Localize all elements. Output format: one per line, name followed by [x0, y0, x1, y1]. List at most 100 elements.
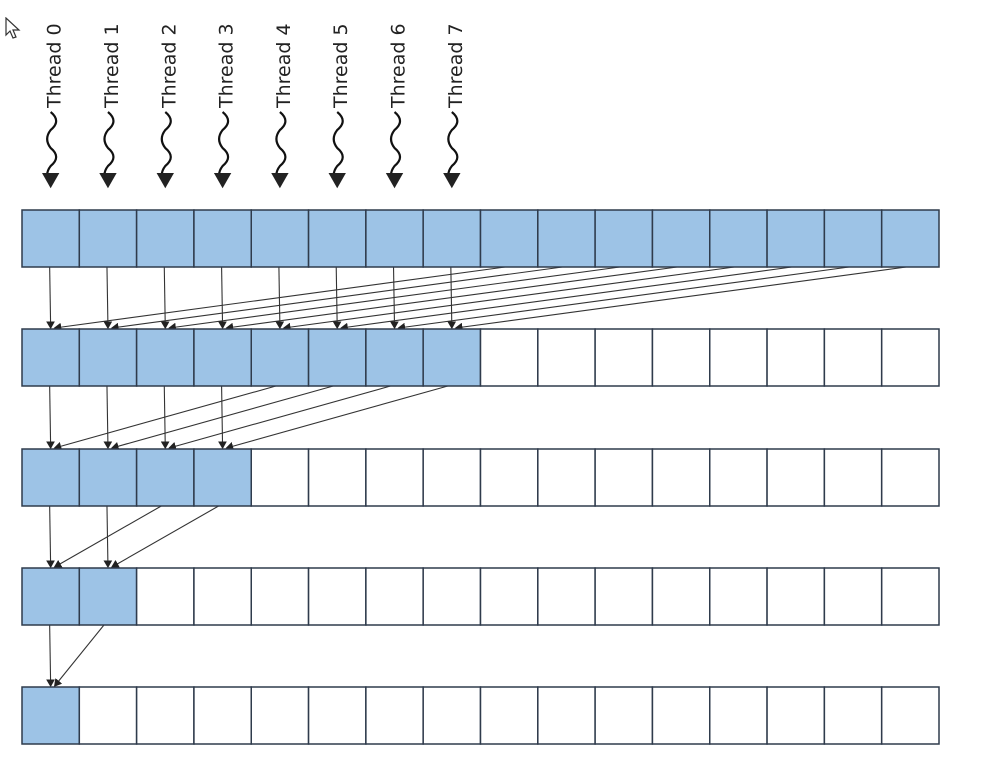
vertical-arrow — [46, 624, 55, 688]
diagonal-arrow — [397, 266, 850, 332]
array-cell-empty — [880, 448, 940, 507]
thread-4: Thread 4 — [271, 23, 295, 189]
thread-label: Thread 5 — [330, 23, 352, 109]
thread-label: Thread 3 — [216, 23, 238, 109]
array-cell-active — [307, 328, 367, 387]
array-cell-active — [21, 448, 81, 507]
array-cell-empty — [307, 567, 367, 626]
array-row — [21, 567, 940, 626]
array-cell-empty — [422, 567, 482, 626]
array-rows — [21, 209, 940, 745]
diagonal-arrow — [53, 624, 105, 687]
vertical-arrow — [275, 266, 285, 330]
array-cell-active — [135, 209, 195, 268]
array-cell-empty — [709, 448, 768, 507]
array-cell-active — [78, 448, 138, 507]
array-row — [21, 209, 940, 268]
array-cell-empty — [651, 686, 711, 745]
array-cell-active — [422, 328, 482, 387]
array-cell-empty — [479, 448, 539, 507]
array-cell-empty — [479, 686, 539, 745]
array-cell-active — [135, 328, 195, 387]
array-row — [21, 328, 940, 387]
thread-wavy-arrow-icon — [443, 111, 461, 189]
array-cell-active — [21, 567, 81, 626]
array-cell-empty — [422, 686, 482, 745]
vertical-arrow — [103, 266, 113, 330]
array-cell-empty — [365, 448, 424, 507]
array-cell-empty — [594, 448, 654, 507]
array-cell-active — [250, 328, 310, 387]
thread-label: Thread 6 — [388, 23, 410, 109]
thread-3: Thread 3 — [213, 23, 238, 189]
array-cell-empty — [766, 686, 826, 745]
array-cell-empty — [823, 686, 883, 745]
array-cell-active — [365, 328, 424, 387]
diagonal-arrow — [340, 266, 792, 332]
thread-7: Thread 7 — [443, 23, 467, 189]
thread-wavy-arrow-icon — [385, 111, 404, 189]
array-cell-empty — [365, 567, 424, 626]
array-cell-active — [422, 209, 482, 268]
thread-5: Thread 5 — [328, 23, 352, 189]
array-cell-active — [823, 209, 883, 268]
vertical-arrow — [103, 385, 113, 450]
array-cell-empty — [651, 567, 711, 626]
array-cell-empty — [709, 328, 768, 387]
array-cell-empty — [766, 567, 826, 626]
array-cell-empty — [880, 328, 940, 387]
vertical-arrow — [160, 385, 170, 450]
vertical-arrow — [46, 385, 55, 450]
array-row — [21, 448, 940, 507]
thread-wavy-arrow-icon — [99, 111, 117, 189]
array-cell-active — [250, 209, 310, 268]
diagonal-arrow — [454, 266, 907, 332]
vertical-arrow — [103, 505, 113, 569]
vertical-arrow — [390, 266, 399, 330]
thread-wavy-arrow-icon — [156, 111, 175, 189]
array-cell-empty — [307, 448, 367, 507]
array-cell-active — [21, 686, 81, 745]
thread-wavy-arrow-icon — [41, 111, 60, 189]
array-cell-active — [78, 567, 138, 626]
vertical-arrow — [46, 505, 55, 569]
array-cell-empty — [594, 686, 654, 745]
array-cell-empty — [193, 686, 252, 745]
array-cell-active — [193, 209, 252, 268]
array-cell-empty — [880, 686, 940, 745]
array-cell-empty — [880, 567, 940, 626]
array-cell-empty — [709, 567, 768, 626]
array-cell-active — [709, 209, 768, 268]
array-cell-empty — [537, 328, 596, 387]
array-cell-empty — [537, 686, 596, 745]
thread-2: Thread 2 — [156, 23, 180, 189]
mouse-pointer-icon — [5, 17, 21, 39]
diagonal-arrow — [225, 385, 448, 451]
vertical-arrow — [332, 266, 342, 330]
array-cell-empty — [594, 328, 654, 387]
vertical-arrow — [218, 266, 227, 330]
thread-0: Thread 0 — [41, 23, 66, 189]
vertical-arrow — [218, 385, 227, 450]
array-cell-empty — [479, 328, 539, 387]
array-cell-empty — [479, 567, 539, 626]
array-cell-empty — [651, 448, 711, 507]
array-cell-empty — [135, 686, 195, 745]
array-cell-active — [479, 209, 539, 268]
array-cell-active — [78, 209, 138, 268]
array-cell-empty — [537, 567, 596, 626]
array-cell-empty — [766, 328, 826, 387]
array-cell-active — [135, 448, 195, 507]
array-cell-empty — [193, 567, 252, 626]
array-row — [21, 686, 940, 745]
array-cell-active — [21, 328, 81, 387]
array-cell-empty — [422, 448, 482, 507]
array-cell-empty — [537, 448, 596, 507]
thread-label: Thread 0 — [44, 23, 66, 109]
thread-6: Thread 6 — [385, 23, 410, 189]
array-cell-active — [21, 209, 81, 268]
array-cell-empty — [594, 567, 654, 626]
thread-wavy-arrow-icon — [328, 111, 347, 189]
